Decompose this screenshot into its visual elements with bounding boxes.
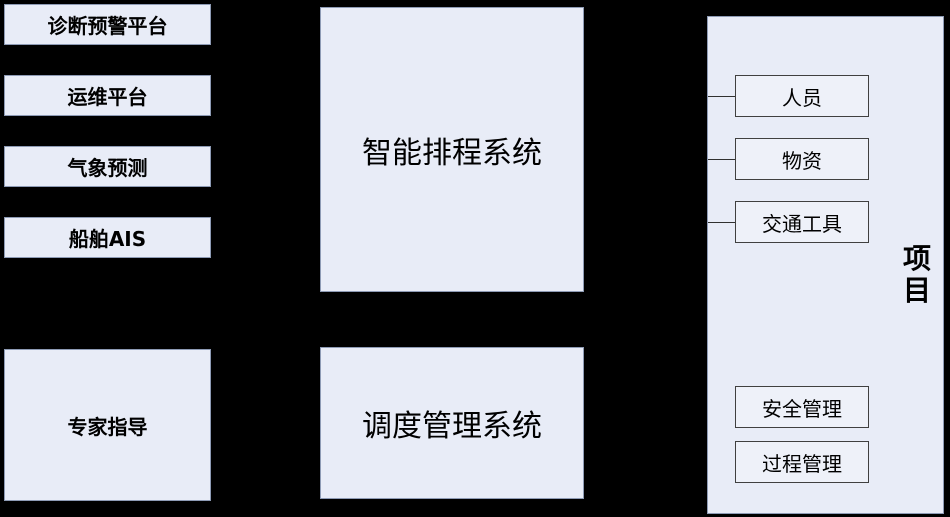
source-weather-forecast: 气象预测 — [4, 146, 211, 187]
project-item-vehicles: 交通工具 — [735, 201, 869, 243]
source-label: 专家指导 — [67, 414, 148, 439]
source-label: 诊断预警平台 — [47, 14, 168, 38]
project-label: 项 目 — [901, 243, 933, 307]
system-label: 调度管理系统 — [362, 409, 542, 444]
item-label: 人员 — [782, 85, 822, 110]
project-item-personnel: 人员 — [735, 75, 869, 117]
system-intelligent-scheduling: 智能排程系统 — [320, 7, 584, 292]
project-item-materials: 物资 — [735, 138, 869, 180]
source-label: 气象预测 — [67, 156, 148, 180]
source-label: 运维平台 — [67, 85, 148, 109]
project-label-line: 项 — [902, 242, 931, 275]
source-ship-ais: 船舶AIS — [4, 217, 211, 258]
project-item-safety-management: 安全管理 — [735, 386, 869, 428]
project-label-line: 目 — [902, 274, 931, 307]
connector-line — [708, 222, 736, 223]
project-item-process-management: 过程管理 — [735, 441, 869, 483]
item-label: 交通工具 — [762, 211, 842, 236]
connector-line — [708, 96, 736, 97]
system-label: 智能排程系统 — [362, 135, 542, 171]
source-ops-platform: 运维平台 — [4, 75, 211, 116]
source-diagnosis-warning-platform: 诊断预警平台 — [4, 4, 211, 45]
item-label: 安全管理 — [762, 396, 842, 421]
connector-line — [708, 159, 736, 160]
system-dispatch-management: 调度管理系统 — [320, 347, 584, 499]
item-label: 过程管理 — [762, 451, 842, 476]
source-label: 船舶AIS — [68, 227, 147, 251]
item-label: 物资 — [782, 148, 822, 173]
source-expert-guidance: 专家指导 — [4, 349, 211, 501]
